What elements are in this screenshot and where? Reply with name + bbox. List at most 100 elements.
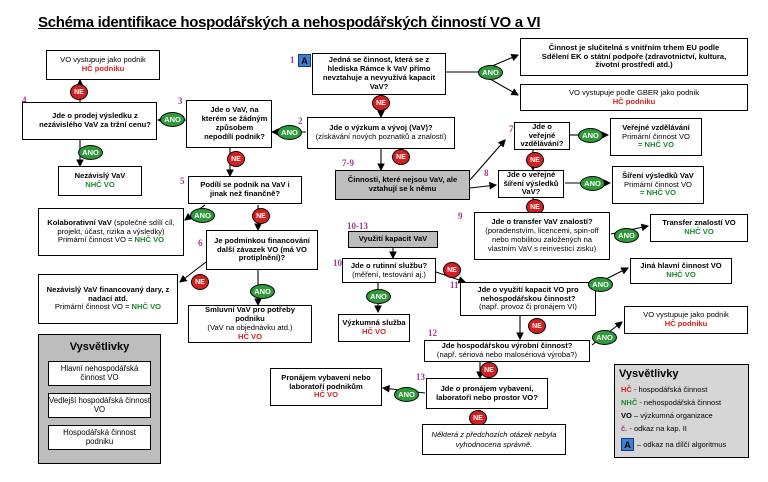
legend-nhc-text: - nehospodářská činnost — [639, 398, 722, 407]
result-12-line1: VO vystupuje jako podnik — [643, 310, 729, 320]
question-10-line2: (měření, testování aj.) — [352, 269, 426, 279]
result-11-line2: NHČ VO — [666, 270, 696, 279]
legend-ref-abbr: č. — [621, 424, 628, 433]
question-11: Jde o využití kapacit VO pro nehospodářs… — [460, 282, 596, 316]
result-12: VO vystupuje jako podnik HČ podniku — [624, 306, 748, 334]
result-6a-line2: Primární činnost VO = — [54, 302, 130, 312]
legend-hc-text: - hospodářská činnost — [633, 385, 708, 394]
result-1a-line2: Sdělení EK o státní podpoře (zdravotnict… — [541, 51, 727, 61]
ne-label: NE — [191, 274, 209, 290]
note-box: Některá z předchozích otázek nebyla vyho… — [422, 424, 566, 455]
ne-label: NE — [252, 208, 270, 224]
legend-ref-text: - odkaz na kap. II — [629, 424, 687, 433]
step-number-10: 10 — [333, 258, 342, 268]
step-number-3: 3 — [178, 96, 183, 106]
result-7: Veřejné vzdělávání Primární činnost VO =… — [610, 118, 702, 156]
result-7-line2: Primární činnost VO — [622, 131, 690, 141]
legend-right-title: Vysvětlivky — [619, 368, 679, 380]
result-4a: VO vystupuje jako podnik HČ podniku — [46, 50, 160, 80]
ne-label: NE — [372, 95, 390, 111]
result-4a-line1: VO vystupuje jako podnik — [60, 55, 146, 65]
result-4a-line2: HČ podniku — [81, 64, 125, 73]
result-13-line1: Pronájem vybavení nebo laboratoří podnik… — [281, 372, 371, 391]
question-2-line2: (získávání nových poznatků a znalostí) — [315, 132, 447, 141]
result-8-line2: Primární činnost VO — [624, 179, 692, 189]
legend-item: Vedlejší hospodářská činnost VO — [48, 393, 151, 418]
legend-hc-abbr: HČ — [621, 385, 632, 394]
ano-label: ANO — [478, 65, 503, 80]
result-5-line1: Kolaborativní VaV — [47, 217, 112, 227]
result-1a-line1: Činnost je slučitelná s vnitřním trhem E… — [548, 42, 720, 52]
result-10: Výzkumná služba HČ VO — [338, 314, 410, 342]
ano-label: ANO — [277, 125, 302, 140]
group-10-13: Využití kapacit VaV — [348, 231, 438, 248]
result-10-line2: HČ VO — [361, 327, 387, 336]
result-1a: Činnost je slučitelná s vnitřním trhem E… — [520, 38, 748, 76]
result-6b: Smluvní VaV pro potřeby podniku (VaV na … — [188, 305, 312, 343]
result-6a-line1: Nezávislý VaV financovaný dary, z nadací… — [46, 284, 170, 303]
ano-label: ANO — [250, 284, 275, 299]
ne-label: NE — [526, 152, 544, 168]
legend-square-icon: A — [621, 438, 634, 451]
step-number-12: 12 — [428, 328, 437, 338]
result-9-line2: NHČ VO — [684, 227, 714, 236]
ano-label: ANO — [78, 145, 103, 160]
result-8-line3: = NHČ VO — [639, 188, 677, 198]
result-5-line1b: (společné sdílí cíl, projekt, účast, riz… — [57, 217, 175, 236]
result-8-line1: Šíření výsledků VaV — [622, 170, 694, 180]
legend-right: Vysvětlivky HČ - hospodářská činnost NHČ… — [614, 364, 749, 458]
step-number-4: 4 — [22, 95, 27, 105]
step-number-5: 5 — [180, 176, 185, 186]
result-1b-line2: HČ podniku — [612, 96, 656, 106]
question-13: Jde o pronájem vybavení, laboratoří nebo… — [426, 378, 548, 409]
question-12-line1: Jde hospodářskou výrobní činnost? — [441, 341, 573, 351]
ano-label: ANO — [592, 330, 617, 345]
question-9-line2: (poradenstvím, licencemi, spin-off nebo … — [485, 226, 599, 253]
ano-label: ANO — [580, 176, 605, 191]
step-number-13: 13 — [416, 372, 425, 382]
result-7-line1: Veřejné vzdělávání — [622, 122, 690, 132]
result-6b-line1: Smluvní VaV pro potřeby podniku — [205, 305, 295, 324]
result-9: Transfer znalostí VO NHČ VO — [650, 214, 748, 242]
legend-sq-text: – odkaz na dílčí algoritmus — [637, 440, 727, 449]
result-6b-line3: HČ VO — [237, 331, 263, 341]
result-6a-nhc: NHČ VO — [131, 302, 162, 312]
step-number-9: 9 — [458, 211, 463, 221]
step-number-10-13: 10-13 — [347, 221, 368, 231]
question-12: Jde hospodářskou výrobní činnost? (např.… — [424, 340, 590, 362]
result-5: Kolaborativní VaV (společné sdílí cíl, p… — [38, 208, 184, 256]
ano-label: ANO — [578, 128, 603, 143]
legend-item: Hospodářská činnost podniku — [48, 425, 151, 450]
ano-label: ANO — [190, 208, 215, 223]
question-9: Jde o transfer VaV znalostí? (poradenstv… — [474, 212, 610, 260]
ref-square-a: A — [298, 54, 311, 67]
question-10: Jde o rutinní službu? (měření, testování… — [342, 258, 436, 283]
ano-label: ANO — [160, 112, 185, 127]
result-6a: Nezávislý VaV financovaný dary, z nadací… — [38, 274, 178, 324]
step-number-2: 2 — [298, 116, 303, 126]
ne-label: NE — [469, 410, 487, 426]
result-13: Pronájem vybavení nebo laboratoří podnik… — [270, 368, 382, 406]
result-5-line2: Primární činnost VO = — [57, 235, 133, 245]
result-1a-line3: životní prostředí atd.) — [595, 60, 673, 70]
result-4b: Nezávislý VaV NHČ VO — [58, 166, 142, 196]
page-title: Schéma identifikace hospodářských a neho… — [38, 14, 541, 31]
result-5-nhc: NHČ VO — [134, 235, 165, 245]
ne-label: NE — [528, 318, 546, 334]
ano-label: ANO — [394, 387, 419, 402]
legend-vo-text: – výzkumná organizace — [633, 411, 713, 420]
question-11-line2: (např. provoz či pronájem VI) — [479, 302, 577, 312]
result-1b-line1: VO vystupuje podle GBER jako podnik — [568, 87, 699, 97]
question-7: Jde o veřejné vzdělávání? — [514, 122, 570, 150]
result-4b-line2: NHČ VO — [85, 180, 115, 189]
result-6b-line2: (VaV na objednávku atd.) — [207, 323, 293, 332]
ano-label: ANO — [588, 277, 613, 292]
question-11-line1: Jde o využití kapacit VO pro nehospodářs… — [477, 284, 579, 303]
question-3: Jde o VaV, na kterém se žádným způsobem … — [186, 100, 272, 148]
result-11-line1: Jiná hlavní činnost VO — [640, 261, 722, 271]
legend-left: Vysvětlivky Hlavní nehospodářská činnost… — [38, 334, 161, 464]
result-12-line2: HČ podniku — [664, 319, 708, 328]
result-8: Šíření výsledků VaV Primární činnost VO … — [612, 166, 704, 204]
step-number-6: 6 — [198, 238, 203, 248]
legend-vo-abbr: VO — [621, 411, 632, 420]
